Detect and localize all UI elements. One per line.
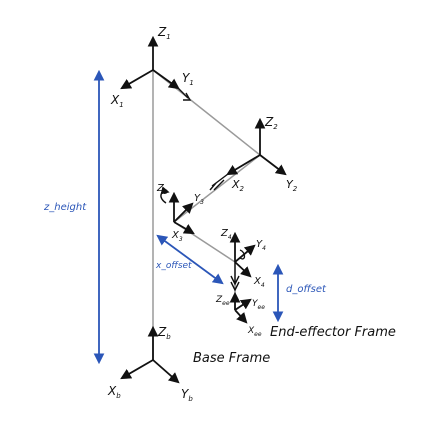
frame4-rotation-icon (239, 249, 246, 260)
frame2-x-label: X2 (231, 178, 245, 193)
frame4-z-label: Z4 (220, 228, 232, 241)
dimension-arrows (93, 69, 284, 365)
frame4-y-label: Y4 (256, 239, 266, 252)
ee-z-label: Zee (215, 295, 230, 307)
link-frame2-to-frame3 (173, 154, 261, 223)
ee-x-label: Xee (247, 326, 262, 338)
frame2-x-double-arrow-icon (209, 173, 229, 191)
frame-4 (229, 231, 256, 292)
frame4-double-arrow-icon (230, 262, 240, 292)
frame-3 (160, 186, 195, 235)
frame-2 (209, 117, 287, 191)
x-offset-arrow (156, 234, 224, 285)
frame1-y-double-arrow-icon (177, 87, 192, 101)
frame1-y-label: Y1 (182, 71, 194, 87)
frame4-x-label: X4 (253, 276, 265, 289)
frame2-x-axis (226, 154, 261, 176)
frame3-z-label: Z3 (156, 183, 168, 196)
kinematic-links (152, 69, 261, 360)
frame-end-effector-labels: Zee Xee Yee (215, 295, 265, 338)
frame-1 (120, 35, 192, 101)
frame-4-labels: Z4 X4 Y4 (220, 228, 266, 289)
frame4-x-axis (234, 261, 252, 278)
frame3-rotation-icon (160, 186, 170, 204)
frame1-x-label: X1 (110, 93, 124, 109)
end-effector-caption: End-effector Frame (270, 325, 396, 340)
frame3-y-label: Y3 (194, 193, 204, 206)
base-x-axis (120, 359, 154, 380)
frame-base-labels: Zb Xb Yb (107, 325, 193, 403)
base-y-axis (152, 359, 180, 384)
base-caption: Base Frame (193, 351, 270, 366)
frame-base (120, 325, 180, 384)
frame-end-effector (229, 291, 252, 324)
frame3-x-label: X3 (171, 230, 183, 243)
base-z-label: Zb (157, 325, 171, 341)
d-offset-label: d_offset (286, 284, 327, 295)
base-y-label: Yb (181, 387, 193, 403)
frame-1-labels: Z1 X1 Y1 (110, 25, 194, 109)
frame2-y-axis (259, 154, 287, 176)
frame2-y-label: Y2 (286, 178, 298, 193)
ee-x-axis (234, 309, 248, 324)
ee-y-axis (234, 298, 252, 311)
frame1-z-label: Z1 (157, 25, 171, 41)
link-frame1-to-frame2 (152, 69, 261, 156)
frame1-y-axis (152, 69, 180, 90)
base-x-label: Xb (107, 384, 121, 400)
x-offset-label: x_offset (155, 261, 192, 271)
frame-3-labels: Z3 X3 Y3 (156, 183, 204, 243)
frame2-z-label: Z2 (264, 115, 278, 131)
frame-2-labels: Z2 X2 Y2 (231, 115, 298, 193)
ee-y-label: Yee (252, 299, 265, 311)
frame3-y-axis (173, 202, 194, 223)
frame1-x-axis (120, 69, 154, 90)
z-height-label: z_height (43, 202, 87, 213)
frame3-x-axis (173, 221, 195, 235)
